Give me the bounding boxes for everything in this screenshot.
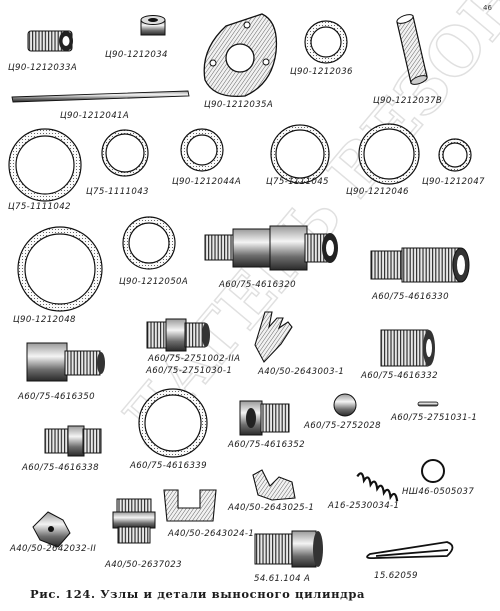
part-4616350 (26, 342, 105, 382)
label-1212046: Ц90-1212046 (346, 187, 409, 197)
label-2751031: А60/75-2751031-1 (391, 413, 478, 423)
part-2530034 (356, 472, 399, 502)
label-1212035a: Ц90-1212035А (204, 100, 274, 110)
part-1212047 (438, 138, 472, 172)
label-1212048: Ц90-1212048 (13, 315, 76, 325)
part-2751002 (146, 318, 210, 352)
label-2643024: А40/50-2643024-1 (168, 529, 255, 539)
part-4616332 (380, 329, 435, 367)
label-4616320: А60/75-4616320 (219, 280, 296, 290)
label-1212050a: Ц90-1212050А (119, 277, 189, 287)
part-1111045 (270, 124, 330, 184)
label-4616338: А60/75-4616338 (22, 463, 99, 473)
part-1212036 (304, 20, 348, 64)
part-1212050a (122, 216, 176, 270)
label-0505037: НШ46-0505037 (402, 487, 475, 497)
label-1212047: Ц90-1212047 (422, 177, 485, 187)
part-2643003 (254, 311, 293, 363)
label-4616339: А60/75-4616339 (130, 461, 207, 471)
part-2643024 (163, 489, 217, 522)
label-1111042: Ц75-1111042 (8, 202, 71, 212)
part-1212035a (203, 13, 278, 98)
label-1212034: Ц90-1212034 (105, 50, 168, 60)
label-1212044a: Ц90-1212044А (172, 177, 242, 187)
part-2751031 (417, 401, 439, 407)
part-0505037 (421, 459, 445, 483)
part-1212048 (17, 226, 103, 312)
label-1212041a: Ц90-1212041А (60, 111, 130, 121)
label-4616350: А60/75-4616350 (18, 392, 95, 402)
label-1111043: Ц75-1111043 (86, 187, 149, 197)
part-4616338 (44, 425, 102, 457)
part-2637023 (112, 498, 156, 544)
label-4616330: А60/75-4616330 (372, 292, 449, 302)
part-54-61-104a (254, 530, 323, 568)
part-4616352 (239, 400, 290, 436)
figure-caption: Рис. 124. Узлы и детали выносного цилинд… (30, 587, 366, 601)
label-1212036: Ц90-1212036 (290, 67, 353, 77)
label-4616332: А60/75-4616332 (361, 371, 438, 381)
part-4616339 (138, 388, 208, 458)
part-4616330 (370, 247, 470, 283)
part-2752028 (333, 393, 357, 417)
label-2643003: А40/50-2643003-1 (258, 367, 345, 377)
page-number: 46 (483, 4, 492, 12)
label-4616352: А60/75-4616352 (228, 440, 305, 450)
part-1111042 (8, 128, 82, 202)
label-54-61-104a: 54.61.104 А (254, 574, 311, 584)
label-2637023: А40/50-2637023 (105, 560, 182, 570)
part-1212033a (27, 30, 73, 52)
label-2752028: А60/75-2752028 (304, 421, 381, 431)
part-1111043 (101, 129, 149, 177)
label-2642032: А40/50-2642032-ІІ (10, 544, 97, 554)
label-15-62059: 15.62059 (374, 571, 418, 581)
label-2530034: А16-2530034-1 (328, 501, 400, 511)
label-1111045: Ц75-1111045 (266, 177, 329, 187)
label-2751002: А60/75-2751002-ІІА (148, 354, 241, 364)
part-1212041a (11, 90, 190, 103)
part-4616320 (204, 225, 338, 271)
part-1212044a (180, 128, 224, 172)
part-2643025 (252, 469, 296, 501)
part-2642032 (32, 511, 71, 548)
label-2643025: А40/50-2643025-1 (228, 503, 315, 513)
part-1212046 (358, 123, 420, 185)
part-15-62059 (366, 541, 454, 560)
part-1212034 (140, 15, 166, 36)
part-1212037b (396, 14, 428, 85)
label-1212037b: Ц90-1212037В (373, 96, 443, 106)
label-1212033a: Ц90-1212033А (8, 63, 78, 73)
label-2751030: А60/75-2751030-1 (146, 366, 233, 376)
